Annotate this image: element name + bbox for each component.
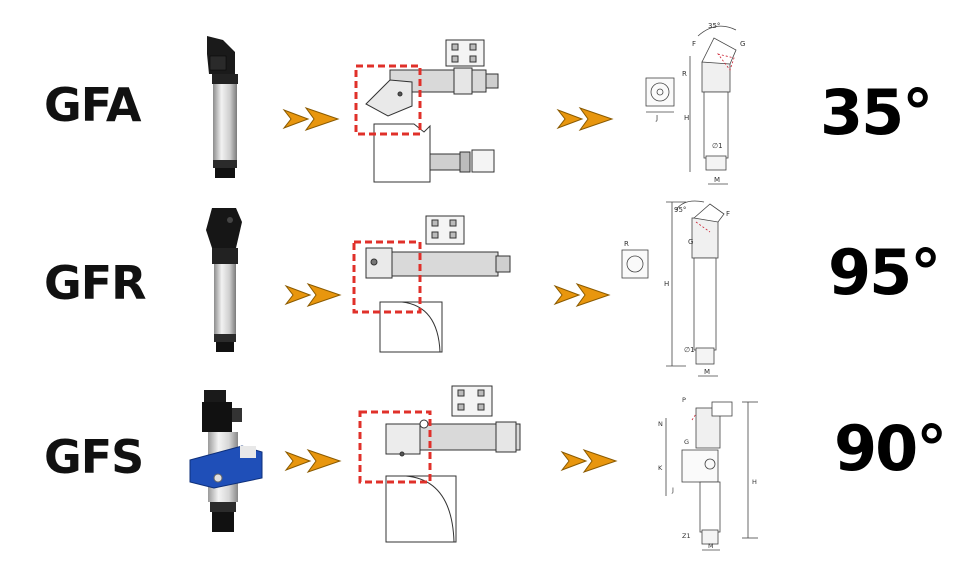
angle-label-gfr: 95° xyxy=(828,236,941,309)
dim-label: H xyxy=(684,114,689,122)
dim-label: M xyxy=(714,176,720,184)
model-label-gfs: GFS xyxy=(44,430,144,484)
row-gfr: G F R xyxy=(0,192,976,377)
arrow-icon xyxy=(560,449,618,473)
angle-label-gfs: 90° xyxy=(834,412,947,485)
dimension-drawing-gfr: 95° F G R H M ∅1 xyxy=(621,200,730,377)
dim-label: G xyxy=(688,238,693,246)
assembly-drawing-gfs xyxy=(358,385,521,543)
row-gfa: GFA xyxy=(0,10,976,190)
dim-label: 35° xyxy=(708,22,720,30)
dimension-drawing-gfa: 35° F G R H J M ∅1 xyxy=(645,22,745,185)
dim-label: ∅1 xyxy=(712,142,723,150)
arrow-icon xyxy=(556,107,614,131)
dim-label: H xyxy=(752,478,757,486)
product-photo-gfr xyxy=(206,208,242,352)
dim-label: P xyxy=(682,396,686,404)
dim-label: F xyxy=(692,40,696,48)
product-photo-gfa xyxy=(207,36,238,178)
dim-label: M xyxy=(708,542,714,550)
angle-label-gfa: 35° xyxy=(820,76,933,149)
model-label-gfr: GFR xyxy=(44,256,147,310)
dim-label: M xyxy=(704,368,710,376)
row-gfs: GFS xyxy=(0,378,976,558)
model-label-gfa: GFA xyxy=(44,78,142,132)
product-photo-gfs xyxy=(189,390,263,532)
assembly-drawing-gfr xyxy=(352,215,511,353)
dim-label: G xyxy=(684,438,689,446)
dim-label: ∅1 xyxy=(684,346,695,354)
assembly-drawing-gfa xyxy=(354,39,499,183)
dim-label: H xyxy=(664,280,669,288)
dim-label: 95° xyxy=(674,206,686,214)
arrow-icon xyxy=(282,107,340,131)
dim-label: N xyxy=(658,420,663,428)
arrow-icon xyxy=(284,449,342,473)
dimension-drawing-gfs: P N G K J H Z1 M xyxy=(658,396,758,551)
dim-label: G xyxy=(740,40,745,48)
dim-label: F xyxy=(726,210,730,218)
arrow-icon xyxy=(553,283,611,307)
dim-label: R xyxy=(624,240,629,248)
dim-label: R xyxy=(682,70,687,78)
dim-label: J xyxy=(671,486,674,494)
dim-label: Z1 xyxy=(682,532,691,540)
arrow-icon xyxy=(284,283,342,307)
dim-label: J xyxy=(655,114,658,122)
dim-label: K xyxy=(658,464,663,472)
